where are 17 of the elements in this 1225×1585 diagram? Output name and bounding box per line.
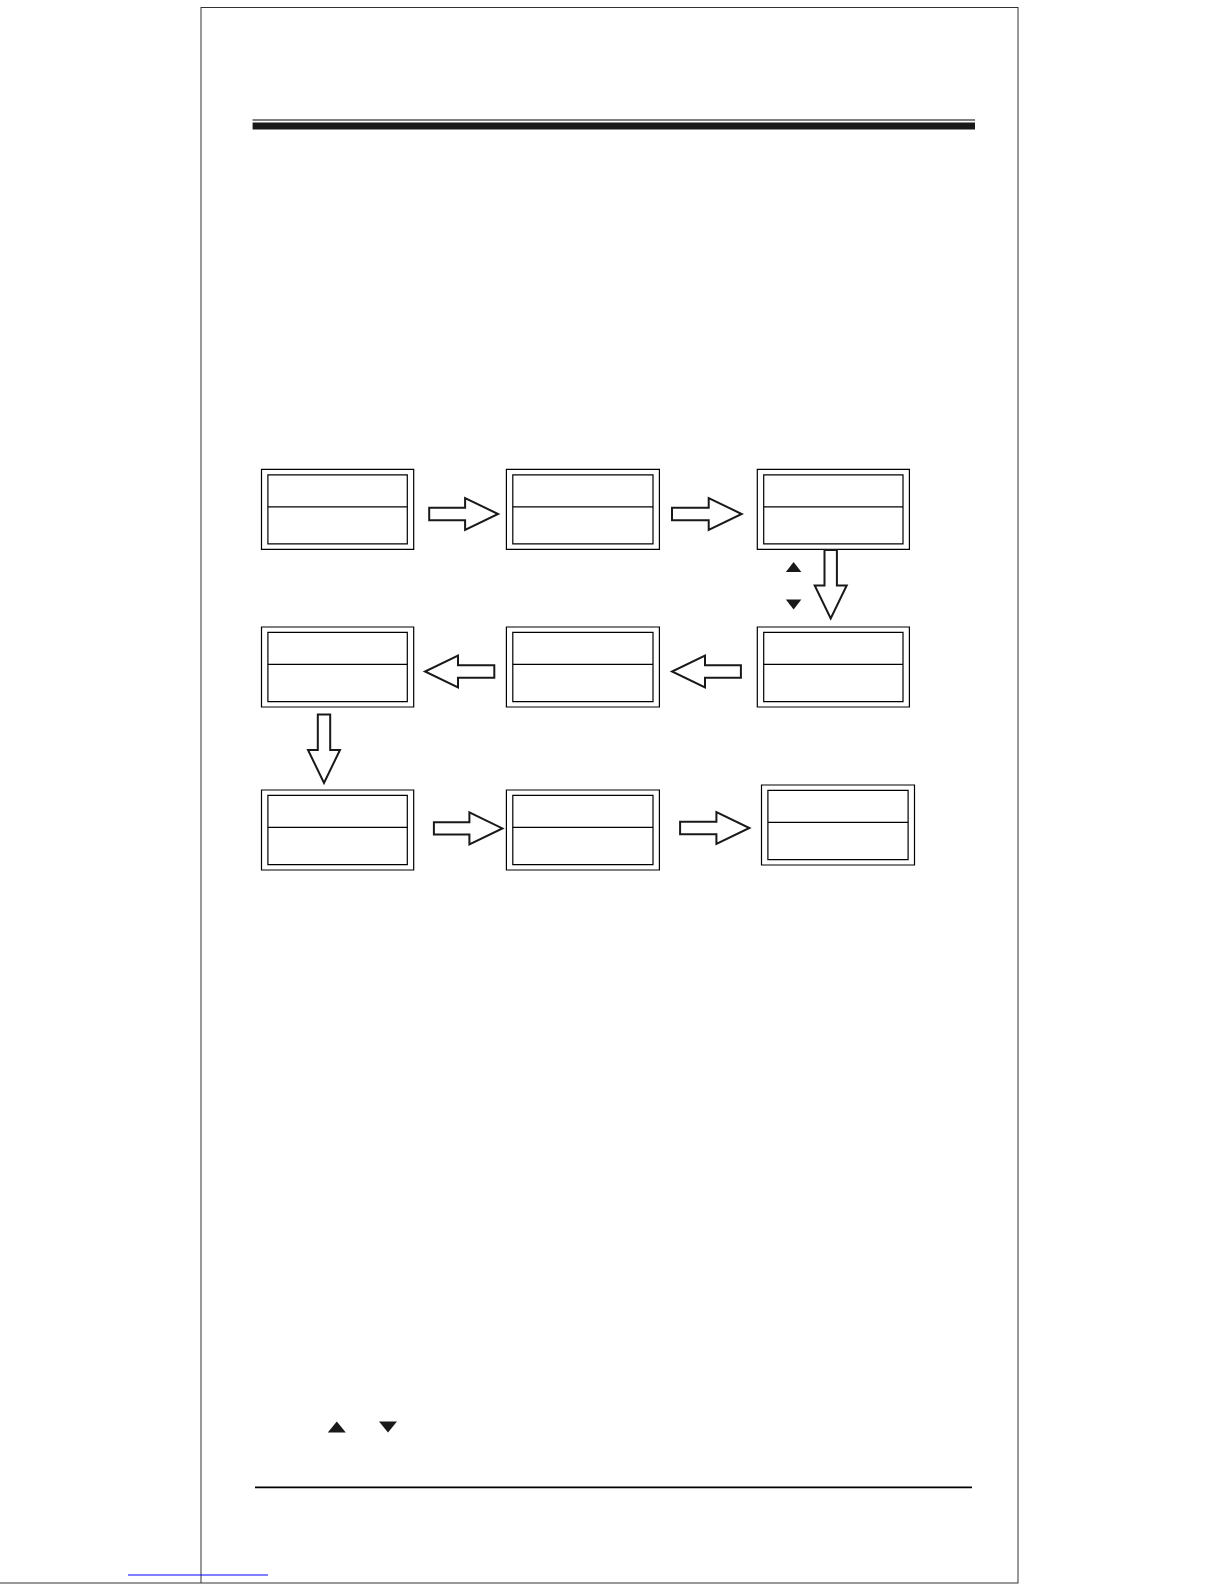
display-box <box>260 626 415 708</box>
block-arrow <box>679 810 752 846</box>
block-arrow <box>432 810 505 846</box>
block-arrow <box>306 713 342 786</box>
display-box <box>505 468 660 550</box>
display-box <box>260 468 415 550</box>
display-box <box>260 789 415 871</box>
display-box <box>505 626 660 708</box>
display-box <box>756 626 910 708</box>
block-arrow <box>422 653 496 690</box>
block-arrow <box>669 653 742 690</box>
block-arrow <box>671 496 744 532</box>
display-box <box>505 789 660 871</box>
display-box <box>760 784 916 866</box>
block-arrow <box>428 496 501 532</box>
block-arrow <box>813 548 849 621</box>
display-box <box>756 468 910 550</box>
